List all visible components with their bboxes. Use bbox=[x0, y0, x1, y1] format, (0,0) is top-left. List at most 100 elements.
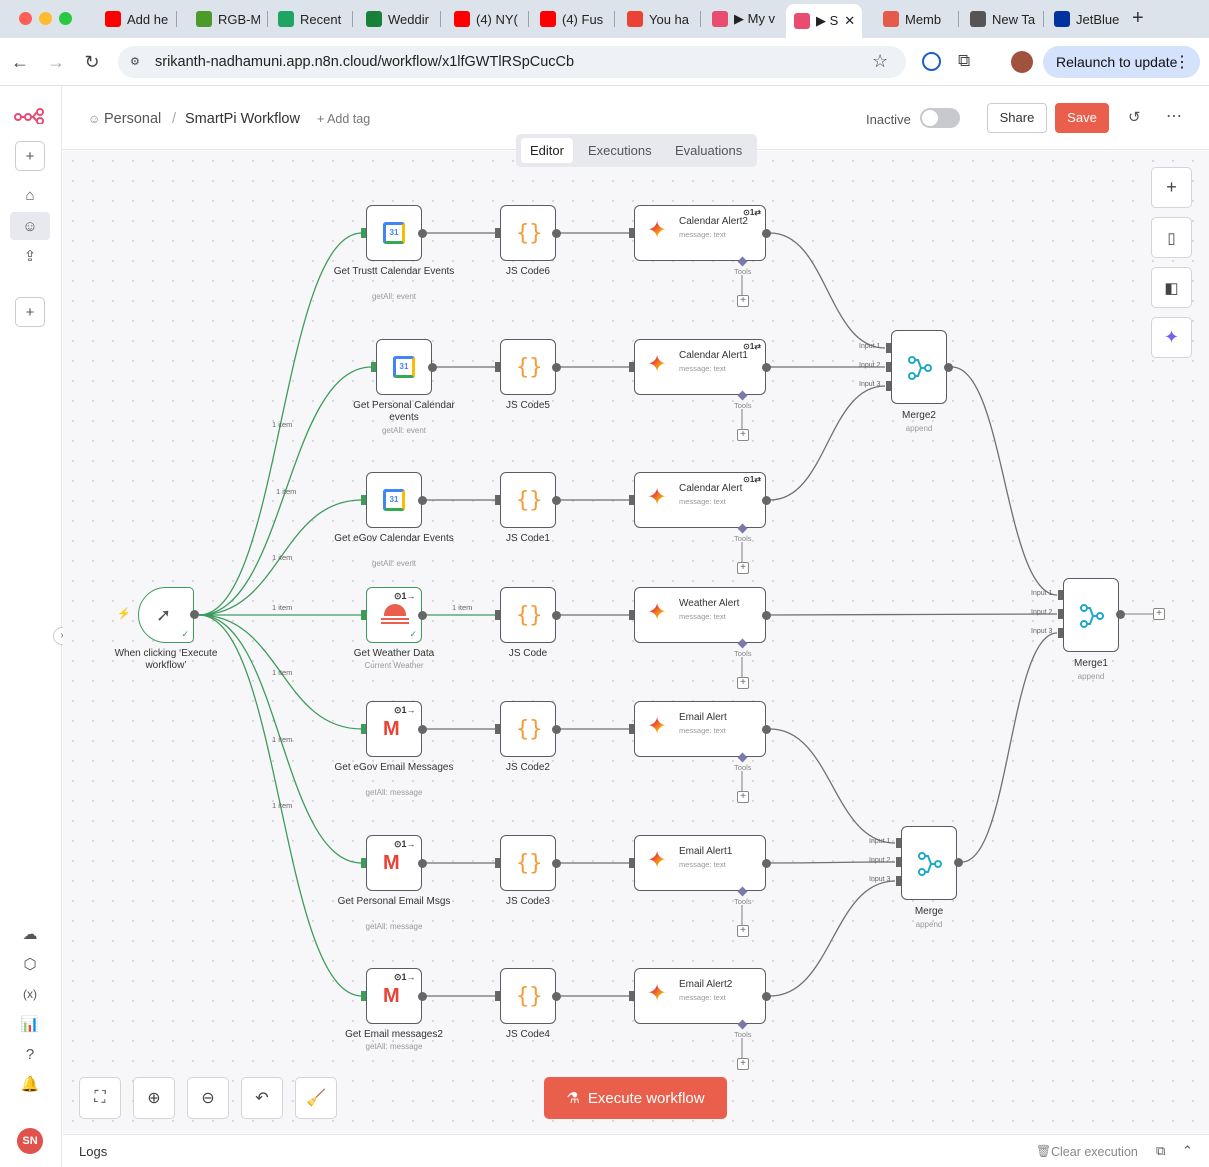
browser-tab[interactable]: (4) Fus bbox=[532, 6, 607, 32]
panel-toggle-icon[interactable]: ◧ bbox=[1151, 267, 1192, 308]
share-button[interactable]: Share bbox=[987, 103, 1047, 133]
logs-label[interactable]: Logs bbox=[79, 1144, 108, 1159]
code-node[interactable]: {} bbox=[500, 835, 556, 891]
create-button[interactable]: + bbox=[15, 141, 45, 171]
notifications-icon[interactable]: 🔔 bbox=[20, 1076, 40, 1093]
source-input-port[interactable] bbox=[361, 858, 366, 868]
bookmark-star-icon[interactable]: ☆ bbox=[872, 51, 889, 71]
agent-input-port[interactable] bbox=[629, 858, 634, 868]
agent-input-port[interactable] bbox=[629, 610, 634, 620]
source-node[interactable]: ✓⊙1→ bbox=[366, 587, 422, 643]
source-node[interactable]: M⊙1→ bbox=[366, 835, 422, 891]
code-input-port[interactable] bbox=[495, 724, 500, 734]
maximize-window-button[interactable] bbox=[59, 12, 72, 25]
code-output-port[interactable] bbox=[552, 725, 561, 734]
add-tag-link[interactable]: + Add tag bbox=[317, 112, 371, 126]
active-toggle[interactable] bbox=[920, 108, 960, 128]
add-tool-button[interactable]: + bbox=[737, 1058, 749, 1070]
browser-tab[interactable]: New Ta bbox=[962, 6, 1036, 32]
browser-tab[interactable]: ▶ S✕ bbox=[786, 4, 862, 38]
zoom-in-icon[interactable]: ⊕ bbox=[133, 1077, 175, 1119]
password-manager-icon[interactable] bbox=[922, 52, 941, 71]
code-output-port[interactable] bbox=[552, 992, 561, 1001]
source-output-port[interactable] bbox=[418, 229, 427, 238]
new-tab-icon[interactable]: + bbox=[1132, 7, 1144, 29]
agent-output-port[interactable] bbox=[762, 496, 771, 505]
save-button[interactable]: Save bbox=[1055, 103, 1109, 133]
extensions-icon[interactable]: ⧉ bbox=[958, 51, 971, 70]
cloud-icon[interactable]: ☁ bbox=[22, 926, 38, 943]
zoom-out-icon[interactable]: ⊖ bbox=[187, 1077, 229, 1119]
code-output-port[interactable] bbox=[552, 859, 561, 868]
source-node[interactable]: 31 bbox=[366, 472, 422, 528]
breadcrumb-project[interactable]: Personal bbox=[104, 111, 162, 127]
agent-output-port[interactable] bbox=[762, 992, 771, 1001]
code-input-port[interactable] bbox=[495, 610, 500, 620]
source-output-port[interactable] bbox=[428, 363, 437, 372]
ai-assistant-icon[interactable]: ✦ bbox=[1151, 317, 1192, 358]
merge-input-port[interactable] bbox=[886, 362, 891, 372]
code-output-port[interactable] bbox=[552, 496, 561, 505]
site-info-icon[interactable]: ⚙ bbox=[130, 56, 140, 68]
merge-input-port[interactable] bbox=[896, 876, 901, 886]
execute-workflow-button[interactable]: ⚗Execute workflow bbox=[544, 1077, 727, 1119]
merge-input-port[interactable] bbox=[886, 343, 891, 353]
help-icon[interactable]: ? bbox=[25, 1045, 35, 1063]
browser-tab[interactable]: Add he bbox=[97, 6, 169, 32]
close-window-button[interactable] bbox=[19, 12, 32, 25]
code-node[interactable]: {} bbox=[500, 205, 556, 261]
merge-input-port[interactable] bbox=[1058, 609, 1063, 619]
clear-execution-button[interactable]: Clear execution bbox=[1051, 1145, 1138, 1159]
code-input-port[interactable] bbox=[495, 362, 500, 372]
chevron-up-icon[interactable]: ⌃ bbox=[1182, 1143, 1193, 1158]
variables-icon[interactable]: (x) bbox=[23, 987, 37, 1001]
popout-icon[interactable]: ⧉ bbox=[1156, 1143, 1166, 1158]
merge-output-port[interactable] bbox=[1116, 610, 1125, 619]
source-output-port[interactable] bbox=[418, 725, 427, 734]
profile-avatar[interactable] bbox=[1011, 51, 1033, 73]
add-project-button[interactable]: + bbox=[15, 297, 45, 327]
agent-input-port[interactable] bbox=[629, 724, 634, 734]
source-output-port[interactable] bbox=[418, 992, 427, 1001]
source-input-port[interactable] bbox=[361, 610, 366, 620]
code-node[interactable]: {} bbox=[500, 968, 556, 1024]
code-input-port[interactable] bbox=[495, 495, 500, 505]
add-tool-button[interactable]: + bbox=[737, 925, 749, 937]
source-input-port[interactable] bbox=[361, 228, 366, 238]
source-input-port[interactable] bbox=[371, 362, 376, 372]
merge-node[interactable] bbox=[891, 330, 947, 404]
agent-output-port[interactable] bbox=[762, 611, 771, 620]
n8n-logo-icon[interactable] bbox=[14, 108, 46, 124]
add-tool-button[interactable]: + bbox=[737, 791, 749, 803]
source-input-port[interactable] bbox=[361, 991, 366, 1001]
agent-input-port[interactable] bbox=[629, 991, 634, 1001]
code-input-port[interactable] bbox=[495, 991, 500, 1001]
source-node[interactable]: 31 bbox=[376, 339, 432, 395]
agent-input-port[interactable] bbox=[629, 495, 634, 505]
reload-icon[interactable]: ↻ bbox=[84, 51, 100, 72]
add-tool-button[interactable]: + bbox=[737, 429, 749, 441]
add-tool-button[interactable]: + bbox=[737, 562, 749, 574]
clear-canvas-icon[interactable]: 🧹 bbox=[295, 1077, 337, 1119]
code-input-port[interactable] bbox=[495, 858, 500, 868]
history-icon[interactable]: ↺ bbox=[1128, 109, 1141, 126]
code-input-port[interactable] bbox=[495, 228, 500, 238]
code-node[interactable]: {} bbox=[500, 472, 556, 528]
url-field[interactable]: ⚙ srikanth-nadhamuni.app.n8n.cloud/workf… bbox=[118, 46, 906, 78]
share-icon[interactable]: ⇪ bbox=[23, 248, 37, 265]
code-output-port[interactable] bbox=[552, 229, 561, 238]
merge-input-port[interactable] bbox=[1058, 590, 1063, 600]
merge-output-port[interactable] bbox=[954, 858, 963, 867]
workflow-canvas[interactable]: ➚✓⚡When clicking ‘Execute workflow’1 ite… bbox=[63, 151, 1209, 1133]
merge-input-port[interactable] bbox=[886, 381, 891, 391]
browser-tab[interactable]: JetBlue bbox=[1046, 6, 1126, 32]
trigger-output-port[interactable] bbox=[190, 610, 199, 619]
merge-input-port[interactable] bbox=[896, 857, 901, 867]
source-output-port[interactable] bbox=[418, 611, 427, 620]
